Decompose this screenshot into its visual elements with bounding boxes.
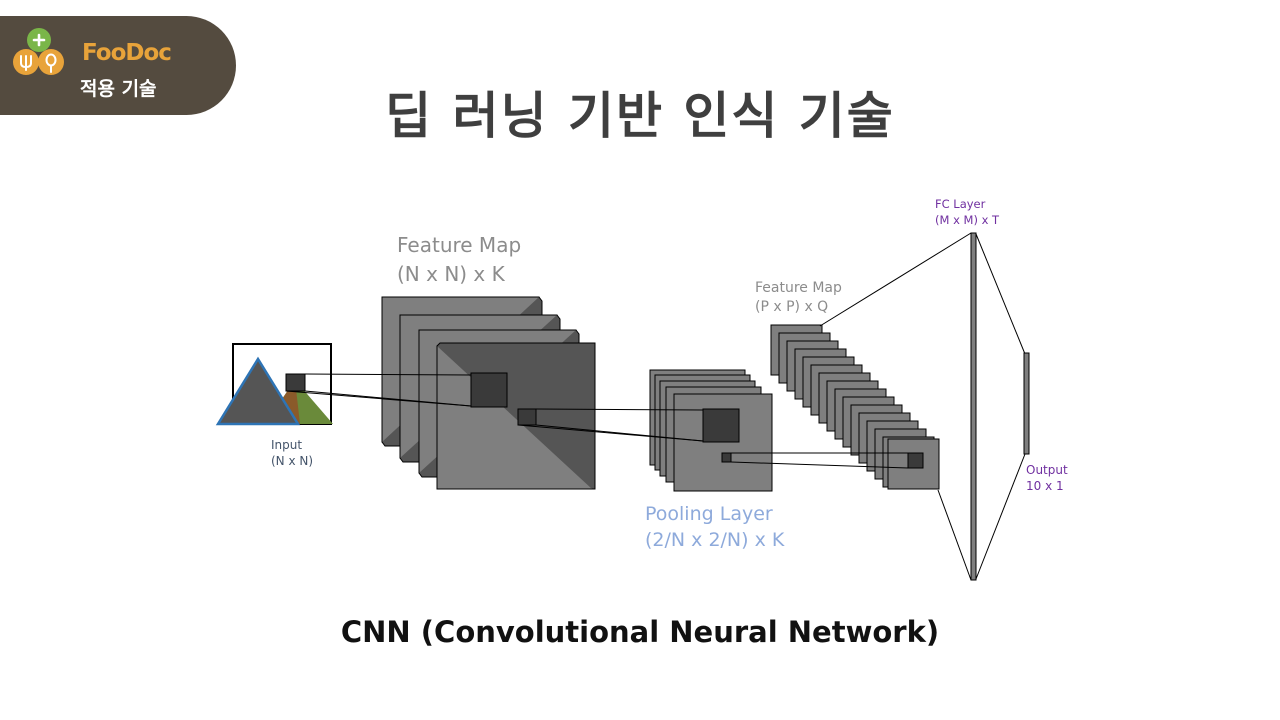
pool-small-window xyxy=(721,452,732,463)
feature-map-2-stack xyxy=(770,324,940,490)
output-layer xyxy=(1023,352,1030,455)
fm2-label-line1: Feature Map xyxy=(755,280,842,296)
pool-kernel xyxy=(702,408,740,443)
input-label-line1: Input xyxy=(271,438,302,452)
page-title: 딥 러닝 기반 인식 기술 xyxy=(385,87,895,145)
pool-label-line1: Pooling Layer xyxy=(645,503,773,525)
diagram-caption: CNN (Convolutional Neural Network) xyxy=(340,615,940,649)
fm1-pool-window xyxy=(517,408,537,426)
pool-label-line2: (2/N x 2/N) x K xyxy=(645,529,785,551)
fm2-label-line2: (P x P) x Q xyxy=(755,299,828,315)
feature-map-1-stack xyxy=(381,296,596,490)
fc-label-line2: (M x M) x T xyxy=(935,213,1000,227)
input-label-line2: (N x N) xyxy=(271,454,313,468)
fm2-kernel xyxy=(907,452,924,469)
pooling-layer-stack xyxy=(649,369,773,492)
output-label-line2: 10 x 1 xyxy=(1026,479,1064,493)
fc-layer xyxy=(819,232,1026,581)
connector-lines-2 xyxy=(517,408,704,442)
brand-subtitle: 적용 기술 xyxy=(80,78,157,100)
brand-name: FooDoc xyxy=(82,40,172,66)
fm1-kernel xyxy=(470,372,508,408)
output-label-line1: Output xyxy=(1026,463,1068,477)
mountain-shape xyxy=(215,356,301,426)
connector-lines-1 xyxy=(285,373,472,407)
input-image xyxy=(215,343,333,426)
input-kernel xyxy=(285,373,306,392)
fc-label-line1: FC Layer xyxy=(935,197,986,211)
fm1-label-line1: Feature Map xyxy=(397,233,521,257)
fm1-label-line2: (N x N) x K xyxy=(397,262,506,286)
connector-lines-3 xyxy=(730,452,909,469)
labels: Feature Map (N x N) x K Input (N x N) Po… xyxy=(271,197,1068,551)
